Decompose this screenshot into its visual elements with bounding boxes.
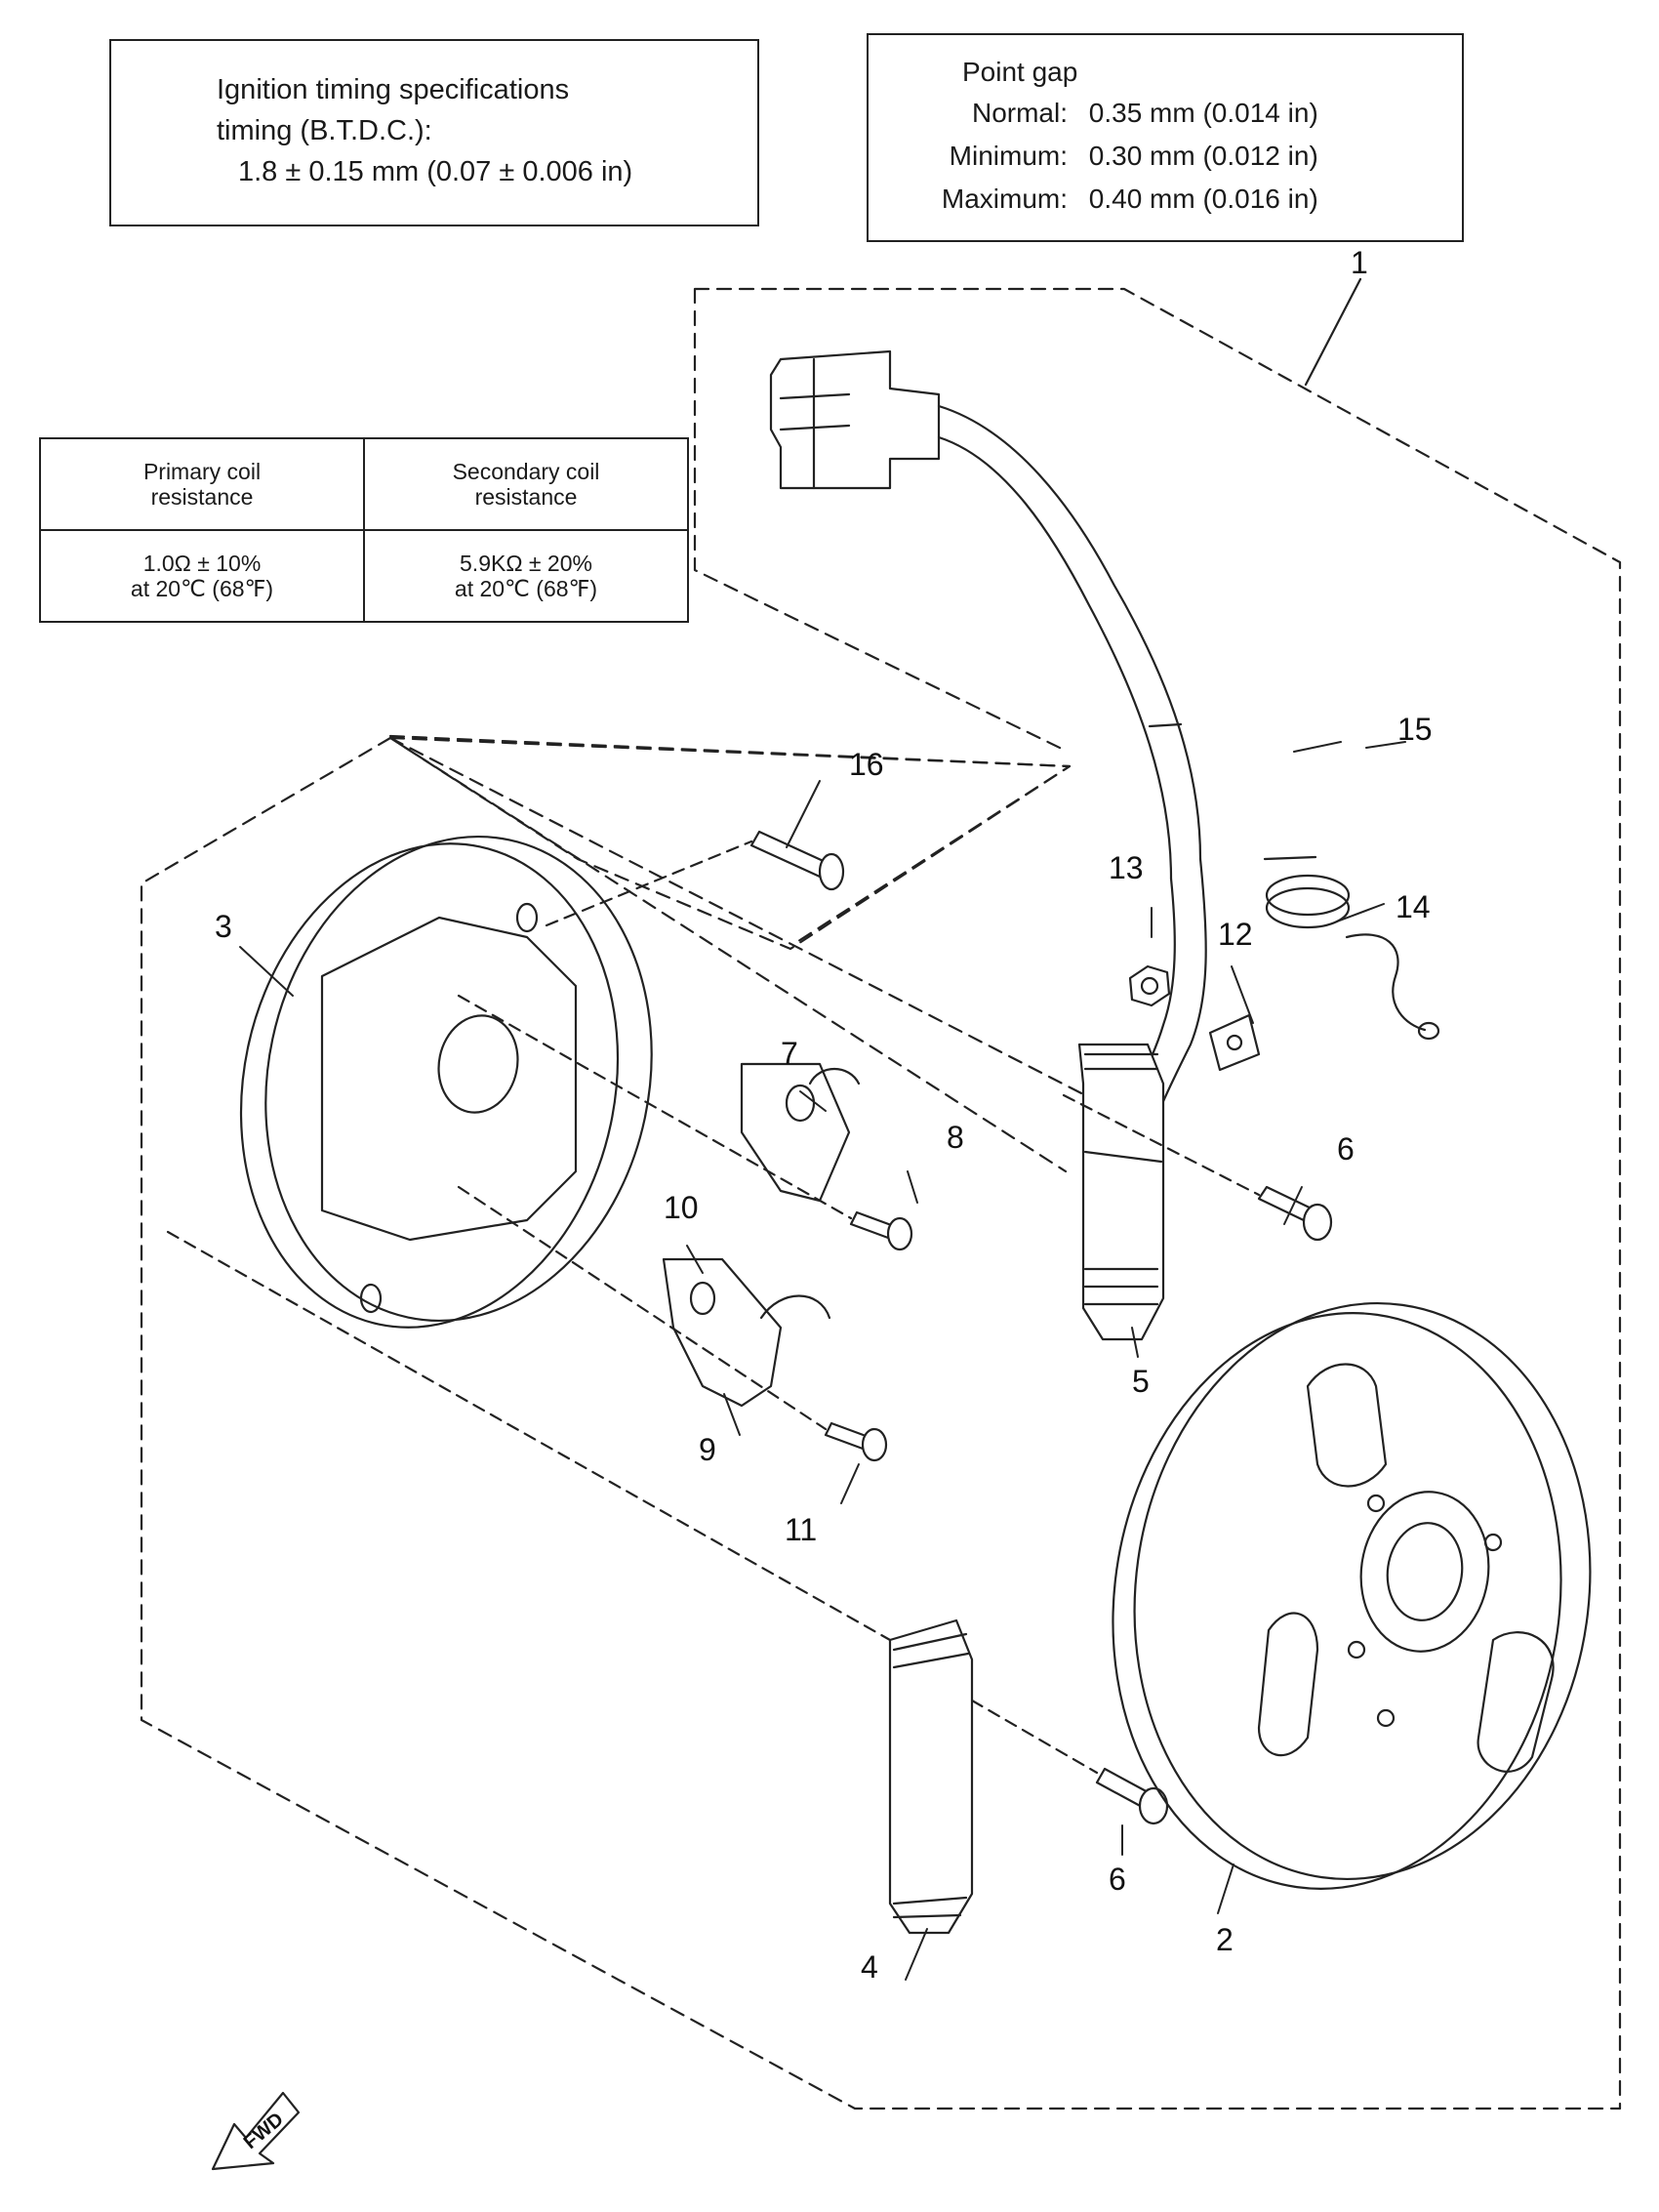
screw-8: [457, 994, 913, 1251]
callout-16: 16: [849, 747, 884, 782]
ignition-coil-4: [166, 1230, 974, 1935]
point-gap-value: 0.40 mm (0.016 in): [1088, 184, 1318, 214]
wire-harness: [769, 349, 1317, 1164]
point-gap-row-minimum: Minimum: 0.30 mm (0.012 in): [876, 141, 1318, 172]
screw-16-dashed-bracket: [388, 734, 1072, 947]
point-gap-spec-box: Point gap Normal: 0.35 mm (0.014 in) Min…: [867, 33, 1464, 242]
primary-coil-value: 1.0Ω ± 10% at 20℃ (68℉): [39, 529, 365, 623]
coil-table-value-row: 1.0Ω ± 10% at 20℃ (68℉) 5.9KΩ ± 20% at 2…: [39, 529, 689, 623]
timing-spec-line-2: timing (B.T.D.C.):: [217, 115, 432, 146]
callout-14: 14: [1396, 889, 1431, 924]
callout-7: 7: [781, 1036, 798, 1071]
assembly-1-dashed-outline: [140, 287, 1622, 2110]
ignition-coil-5: [1077, 1043, 1165, 1341]
secondary-coil-header: Secondary coil resistance: [363, 437, 689, 531]
secondary-coil-value: 5.9KΩ ± 20% at 20℃ (68℉): [363, 529, 689, 623]
contact-breaker-10: [662, 1257, 831, 1408]
point-gap-title: Point gap: [962, 57, 1078, 87]
coil-table-header-row: Primary coil resistance Secondary coil r…: [39, 437, 689, 531]
fwd-arrow-icon: FWD: [211, 2091, 301, 2171]
screw-6-lower: [970, 1699, 1169, 1825]
callout-6-upper: 6: [1337, 1131, 1355, 1167]
screw-11: [457, 1185, 888, 1462]
flywheel-rotor-2: [1112, 1302, 1592, 1890]
callout-11: 11: [785, 1512, 817, 1547]
callout-15: 15: [1397, 712, 1433, 747]
callout-1: 1: [1351, 245, 1368, 280]
callout-8: 8: [947, 1120, 964, 1155]
callout-10: 10: [664, 1190, 699, 1225]
nut-13: [1128, 964, 1171, 1007]
clamp-12: [1208, 1013, 1261, 1072]
callout-5: 5: [1132, 1364, 1150, 1399]
coil-resistance-table: Primary coil resistance Secondary coil r…: [39, 437, 689, 623]
leader-lines: [239, 741, 1406, 1981]
leader-line-1: [1304, 277, 1362, 387]
callout-12: 12: [1218, 917, 1253, 952]
primary-coil-header: Primary coil resistance: [39, 437, 365, 531]
screw-6-upper: [1062, 1093, 1333, 1242]
point-gap-label: Normal:: [971, 98, 1068, 128]
grommet-14: [1265, 874, 1440, 1041]
timing-spec-line-1: Ignition timing specifications: [217, 74, 570, 105]
callout-9: 9: [699, 1432, 716, 1467]
stator-base-plate-3: [239, 836, 653, 1329]
point-gap-label: Minimum:: [949, 141, 1068, 171]
point-gap-row-maximum: Maximum: 0.40 mm (0.016 in): [876, 184, 1318, 215]
callout-2: 2: [1216, 1922, 1234, 1957]
callout-13: 13: [1109, 850, 1144, 885]
callout-6-lower: 6: [1109, 1862, 1126, 1897]
point-gap-row-normal: Normal: 0.35 mm (0.014 in): [876, 98, 1318, 129]
point-gap-label: Maximum:: [941, 184, 1068, 214]
screw-16: [545, 830, 845, 927]
callout-3: 3: [215, 909, 232, 944]
ignition-timing-spec-box: Ignition timing specifications timing (B…: [109, 39, 759, 226]
point-gap-value: 0.35 mm (0.014 in): [1088, 98, 1318, 128]
callout-labels: 1 2 3 4 5 6 6 7 8 9 10 11 12 13 14 15 16: [215, 245, 1433, 1985]
callout-4: 4: [861, 1949, 878, 1985]
contact-breaker-7: [740, 1062, 861, 1203]
point-gap-value: 0.30 mm (0.012 in): [1088, 141, 1318, 171]
timing-spec-value: 1.8 ± 0.15 mm (0.07 ± 0.006 in): [238, 156, 633, 187]
